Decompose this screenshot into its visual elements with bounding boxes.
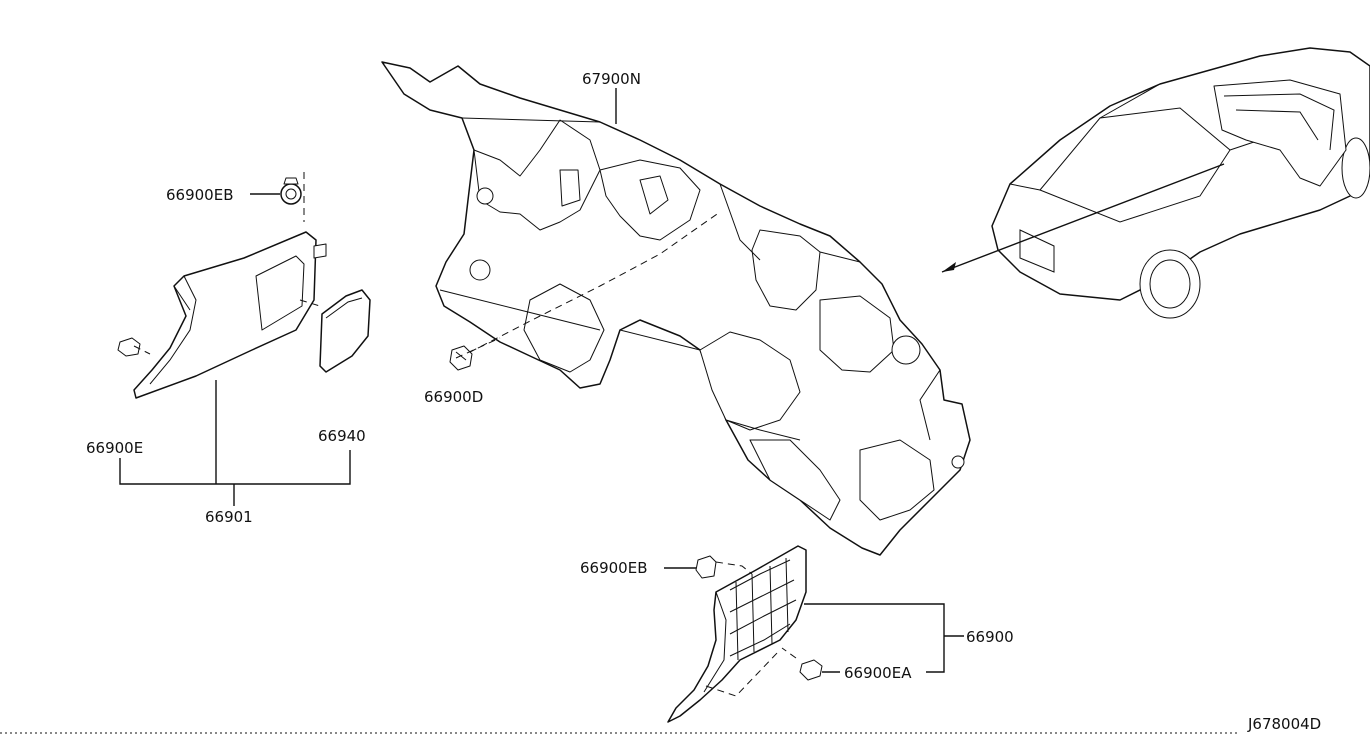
left-kick-panel-part (133, 231, 327, 399)
dash-insulator-part (381, 61, 971, 556)
callout-66900: 66900 (966, 628, 1014, 646)
callout-66900EB-top: 66900EB (166, 186, 234, 204)
clip-66900EA (799, 659, 823, 681)
callout-66900EB-bottom: 66900EB (580, 559, 648, 577)
callout-66900EA: 66900EA (844, 664, 912, 682)
clip-66900E (117, 337, 141, 357)
clip-66900D (449, 345, 473, 371)
leader-lines (119, 88, 964, 697)
clip-66900EB-top (280, 177, 302, 205)
callout-66900D: 66900D (424, 388, 483, 406)
right-kick-panel-part (667, 545, 807, 723)
car-locator-illustration (941, 47, 1370, 319)
drawing-code: J678004D (1247, 715, 1321, 733)
callout-66901: 66901 (205, 508, 253, 526)
clip-66900EB-bottom (695, 555, 717, 579)
panel-grid (729, 557, 797, 661)
lid-part (319, 289, 371, 373)
callout-66940: 66940 (318, 427, 366, 445)
callout-66900E: 66900E (86, 439, 143, 457)
callout-67900N: 67900N (582, 70, 641, 88)
